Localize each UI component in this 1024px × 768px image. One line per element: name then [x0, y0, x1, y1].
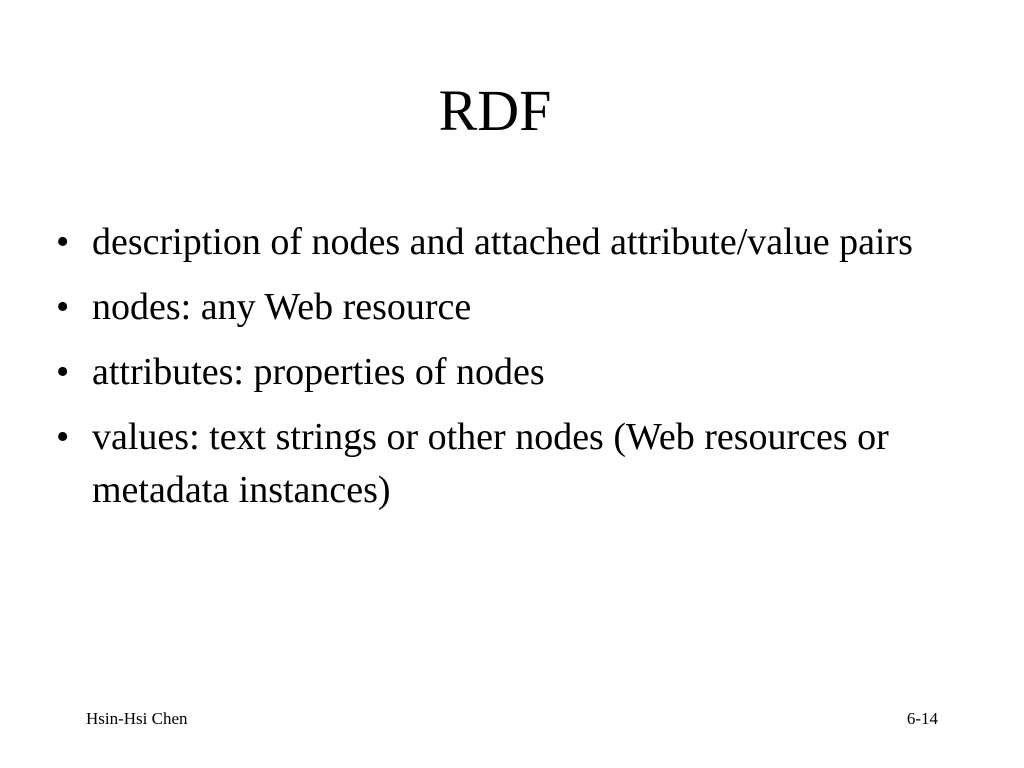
bullet-marker: •: [56, 286, 70, 328]
bullet-text: description of nodes and attached attrib…: [92, 221, 913, 263]
bullet-list: • description of nodes and attached attr…: [56, 216, 996, 529]
footer-author: Hsin-Hsi Chen: [86, 709, 188, 728]
bullet-marker: •: [56, 221, 70, 263]
bullet-text: values: text strings or other nodes (Web…: [92, 416, 889, 511]
bullet-marker: •: [56, 416, 70, 458]
bullet-item: • values: text strings or other nodes (W…: [56, 411, 996, 517]
bullet-marker: •: [56, 351, 70, 393]
bullet-item: • nodes: any Web resource: [56, 281, 996, 334]
bullet-text: attributes: properties of nodes: [92, 351, 545, 393]
slide-title: RDF: [438, 78, 552, 143]
bullet-item: • description of nodes and attached attr…: [56, 216, 996, 269]
bullet-item: • attributes: properties of nodes: [56, 346, 996, 399]
footer-page-number: 6-14: [906, 709, 938, 728]
bullet-text: nodes: any Web resource: [92, 286, 472, 328]
